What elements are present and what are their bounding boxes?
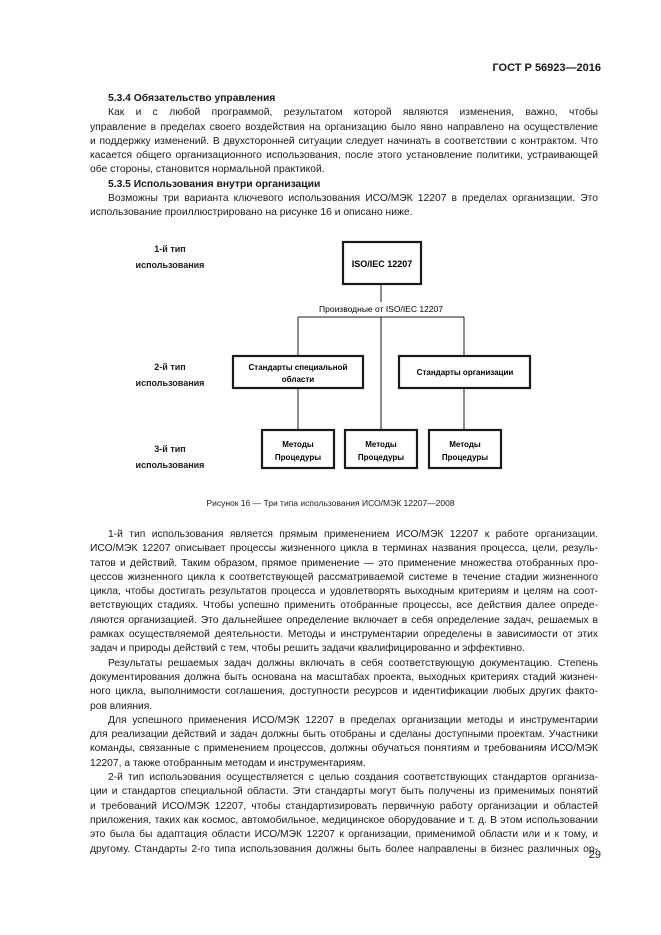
methods-label: Методы xyxy=(282,440,314,449)
iso-iec-12207-label: ISO/IEC 12207 xyxy=(352,259,413,269)
domain-standards-label-line2: области xyxy=(282,375,315,384)
type3-label-line2: использования xyxy=(136,460,205,470)
methods-box-3 xyxy=(427,428,503,470)
text-line: и требований ИСО/МЭК 12207, чтобы станда… xyxy=(90,800,598,812)
text-line: Результаты решаемых задач должны включат… xyxy=(108,657,598,669)
domain-standards-label-line1: Стандарты специальной xyxy=(249,363,348,372)
type1-label-line1: 1-й тип xyxy=(154,244,185,254)
text-line: другому. Стандарты 2-го типа использован… xyxy=(90,843,598,855)
type2-label-line2: использования xyxy=(136,378,205,388)
text-line: ИСО/МЭК 12207 описывает процессы жизненн… xyxy=(90,543,598,555)
body-text: 1-й тип использования является прямым пр… xyxy=(90,528,598,857)
type3-label-line1: 3-й тип xyxy=(154,444,185,454)
text-line: приложения, таких как космос, автомобиль… xyxy=(90,814,598,826)
text-line: использование проиллюстрировано на рисун… xyxy=(90,207,413,219)
text-line: ного цикла, выполнимости соглашения, дос… xyxy=(90,686,598,698)
text-line: ветствующих стадиях. Чтобы успешно приме… xyxy=(90,600,598,612)
methods-label: Методы xyxy=(365,440,397,449)
procedures-label: Процедуры xyxy=(358,453,404,462)
page-number: 29 xyxy=(588,849,601,861)
procedures-label: Процедуры xyxy=(275,453,321,462)
text-line: ляются организацией. Это дальнейшее опре… xyxy=(90,614,598,626)
section-heading: 5.3.5 Использования внутри организации xyxy=(108,178,321,190)
text-line: ров влияния. xyxy=(90,700,153,712)
text-line: татов и действий. Таким образом, прямое … xyxy=(90,557,598,569)
text-line: ции и стандартов специальной области. Эт… xyxy=(90,786,598,798)
text-line: Как и с любой программой, результатом ко… xyxy=(108,107,598,119)
text-line: обе стороны, становится нормальной практ… xyxy=(90,164,325,176)
derived-label: Производные от ISO/IEC 12207 xyxy=(319,304,443,314)
section-heading: 5.3.4 Обязательство управления xyxy=(108,93,276,104)
text-line: рамках осуществляемой деятельности. Мето… xyxy=(90,629,598,641)
text-line: для реализации действий и задач должны б… xyxy=(90,729,598,741)
figure-16-diagram: 1-й тип использования 2-й тип использова… xyxy=(136,240,532,470)
text-line: задач и природы действий с тем, чтобы ре… xyxy=(90,643,525,655)
text-line: 2-й тип использования осуществляется с ц… xyxy=(108,772,598,784)
text-line: документирования должна быть основана на… xyxy=(90,671,598,683)
text-line: цикла, чтобы достигать результатов проце… xyxy=(90,586,598,598)
text-line: 1-й тип использования является прямым пр… xyxy=(108,529,598,540)
org-standards-box xyxy=(397,354,532,390)
iso-iec-12207-box xyxy=(341,240,423,286)
methods-box-2 xyxy=(343,428,419,470)
text-line: управление в пределах своего воздействия… xyxy=(90,121,598,133)
text-line: и поддержку изменений. В двухсторонней с… xyxy=(90,135,598,147)
document-code: ГОСТ Р 56923—2016 xyxy=(492,62,601,74)
procedures-label: Процедуры xyxy=(442,453,488,462)
methods-box-1 xyxy=(260,428,336,470)
domain-standards-box xyxy=(231,354,365,390)
section-5-3-4: 5.3.4 Обязательство управления Как и с л… xyxy=(90,92,598,221)
type2-label-line1: 2-й тип xyxy=(154,362,185,372)
text-line: это была бы адаптация области ИСО/МЭК 12… xyxy=(90,829,598,841)
text-line: 12207, а также отобранным методам и инст… xyxy=(90,757,366,769)
methods-label: Методы xyxy=(449,440,481,449)
text-line: Возможны три варианта ключевого использо… xyxy=(108,193,598,205)
text-line: команды, связанные с применением процесс… xyxy=(90,743,598,755)
figure-caption: Рисунок 16 — Три типа использования ИСО/… xyxy=(206,498,455,508)
type1-label-line2: использования xyxy=(136,260,205,270)
text-line: Для успешного применения ИСО/МЭК 12207 в… xyxy=(108,714,598,726)
text-line: касается общего организационного использ… xyxy=(90,150,598,162)
text-line: цессов жизненного цикла к соответствующе… xyxy=(90,571,598,583)
org-standards-label: Стандарты организации xyxy=(417,368,514,377)
